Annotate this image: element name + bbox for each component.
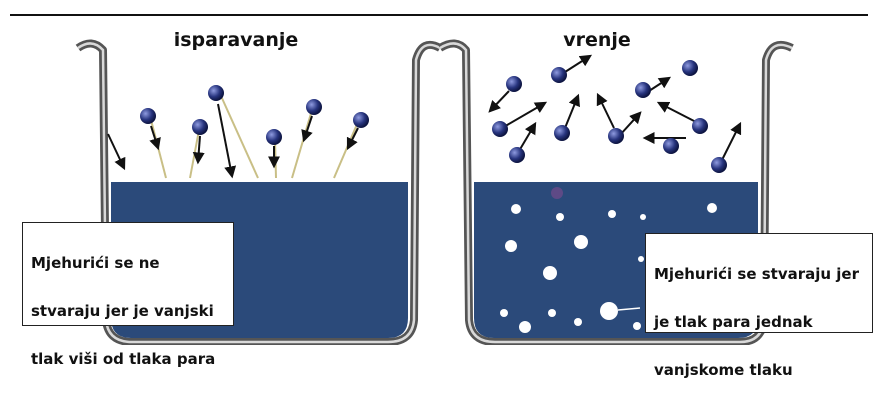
note-evaporation: Mjehurići se ne stvaraju jer je vanjski …	[22, 222, 234, 368]
molecule	[692, 118, 708, 134]
bubble	[505, 240, 517, 252]
molecule	[711, 157, 727, 173]
note-boiling: Mjehurići se stvaraju jer je tlak para j…	[645, 233, 873, 379]
bubble	[556, 213, 564, 221]
note-boiling-line-2: je tlak para jednak	[654, 313, 813, 331]
molecule	[551, 67, 567, 83]
bubble-pointer	[617, 307, 641, 311]
molecule	[306, 99, 322, 115]
molecule	[140, 108, 156, 124]
molecule	[554, 125, 570, 141]
molecule	[192, 119, 208, 135]
bubble	[633, 322, 641, 330]
bubble	[519, 321, 531, 333]
bubble	[511, 204, 521, 214]
bubble	[500, 309, 508, 317]
note-evaporation-line-3: tlak viši od tlaka para	[31, 350, 216, 368]
molecule	[492, 121, 508, 137]
arrows-boiling	[488, 54, 742, 161]
molecule	[353, 112, 369, 128]
bubble	[574, 235, 588, 249]
bubble	[574, 318, 582, 326]
bubble	[600, 302, 618, 320]
bubble	[548, 309, 556, 317]
molecules-boiling	[492, 60, 727, 173]
bubble	[638, 256, 644, 262]
bubble	[608, 210, 616, 218]
title-boiling: vrenje	[563, 29, 631, 51]
note-boiling-line-1: Mjehurići se stvaraju jer	[654, 265, 859, 283]
molecule	[208, 85, 224, 101]
bubble	[543, 266, 557, 280]
bubble	[640, 214, 646, 220]
molecule	[682, 60, 698, 76]
vapor-trails-evaporation	[150, 95, 359, 179]
bubble	[707, 203, 717, 213]
molecule	[509, 147, 525, 163]
molecule	[663, 138, 679, 154]
bubbles-boiling	[500, 203, 717, 333]
title-evaporation: isparavanje	[174, 29, 299, 51]
molecules-evaporation	[140, 85, 369, 145]
molecule	[635, 82, 651, 98]
arrows-evaporation	[107, 103, 359, 179]
note-boiling-line-3: vanjskome tlaku	[654, 361, 793, 379]
molecule	[266, 129, 282, 145]
note-evaporation-line-2: stvaraju jer je vanjski	[31, 302, 214, 320]
molecule-surface	[551, 187, 563, 199]
note-evaporation-line-1: Mjehurići se ne	[31, 254, 160, 272]
molecule	[608, 128, 624, 144]
molecule	[506, 76, 522, 92]
